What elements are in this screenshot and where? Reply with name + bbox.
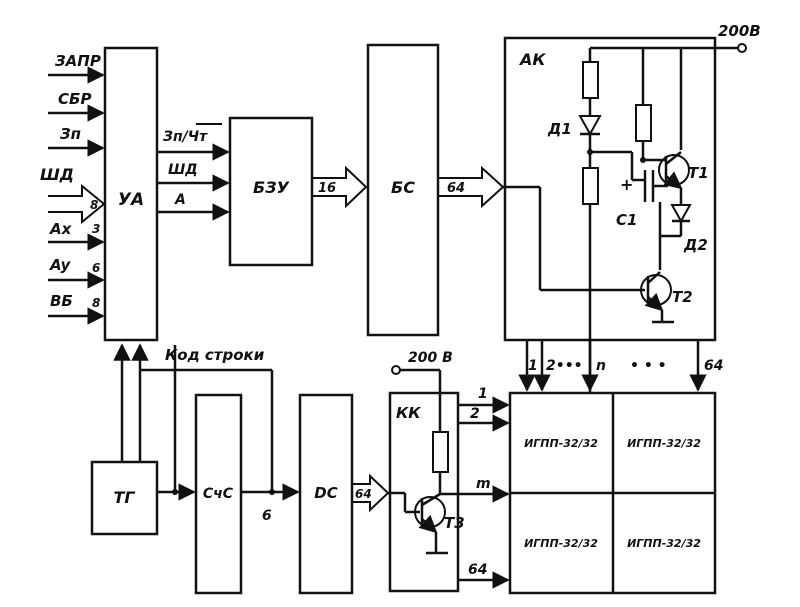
d1-diode-icon [578,115,602,137]
input-vb: ВБ [50,292,73,310]
signal-shd: ШД [168,162,198,178]
ak-supply-label: 200В [718,22,761,40]
tg-label: ТГ [113,488,135,507]
kk-label: КК [396,404,421,422]
bs-block [366,43,440,337]
signal-zp-cht: Зп/Чт [163,129,208,145]
ua-to-bzu-lines [157,143,230,221]
col-1: 1 [528,358,538,374]
bzu-label: БЗУ [253,178,290,197]
tg-block [90,460,159,536]
six-label: 6 [262,508,272,524]
d1-label: Д1 [547,120,572,138]
c1-label: С1 [616,211,637,229]
sch-label: СчС [203,486,234,502]
bus64-bs-label: 64 [447,181,465,196]
input-ay: Ay [49,256,72,274]
col-2: 2••• [546,358,583,374]
panel-3: ИГПП-32/32 [524,537,598,550]
bus16-arrow [312,165,368,209]
panel-4: ИГПП-32/32 [627,537,701,550]
kk-supply-label: 200 В [408,350,453,366]
ak-supply-terminal [737,43,747,53]
t2-label: Т2 [672,288,693,306]
shd-bus-arrow [48,183,106,225]
sch-block [194,393,243,595]
t1-label: Т1 [688,164,709,182]
c1-plus: + [620,175,633,194]
input-lines [48,66,106,325]
kod-stroki-label: Код строки [165,346,265,364]
input-vb-width: 8 [92,296,100,310]
column-lines [518,340,707,392]
d2-label: Д2 [683,236,708,254]
input-zp: Зп [60,125,81,143]
col-n: n [596,358,606,374]
kk-supply-terminal [391,365,401,375]
ua-block [103,46,159,342]
input-zapr: ЗАПР [55,52,101,70]
bus16-label: 16 [318,181,336,196]
input-sbr: СБР [58,90,91,108]
input-shd: ШД [40,165,74,184]
input-shd-width: 8 [90,198,98,212]
col-dots: • • • [630,358,667,374]
d2-diode-icon [670,204,692,224]
kk-out-64: 64 [468,562,487,578]
ak-label: АК [518,50,546,69]
ua-label: УА [118,190,144,210]
panel-1: ИГПП-32/32 [524,437,598,450]
dc-block [298,393,354,595]
bzu-block [228,116,314,267]
col-64: 64 [704,358,723,374]
input-ax: Ax [49,220,73,238]
panel-2: ИГПП-32/32 [627,437,701,450]
signal-a: А [174,192,186,208]
input-ay-width: 6 [92,261,100,275]
bus64-dc-label: 64 [355,487,372,501]
kk-out-2: 2 [470,406,480,422]
dc-label: DC [314,484,337,502]
kk-out-1: 1 [478,386,488,402]
kk-out-m: m [476,476,491,492]
input-ax-width: 3 [92,222,100,236]
t3-label: Т3 [444,514,465,532]
bs-label: БС [391,178,415,197]
